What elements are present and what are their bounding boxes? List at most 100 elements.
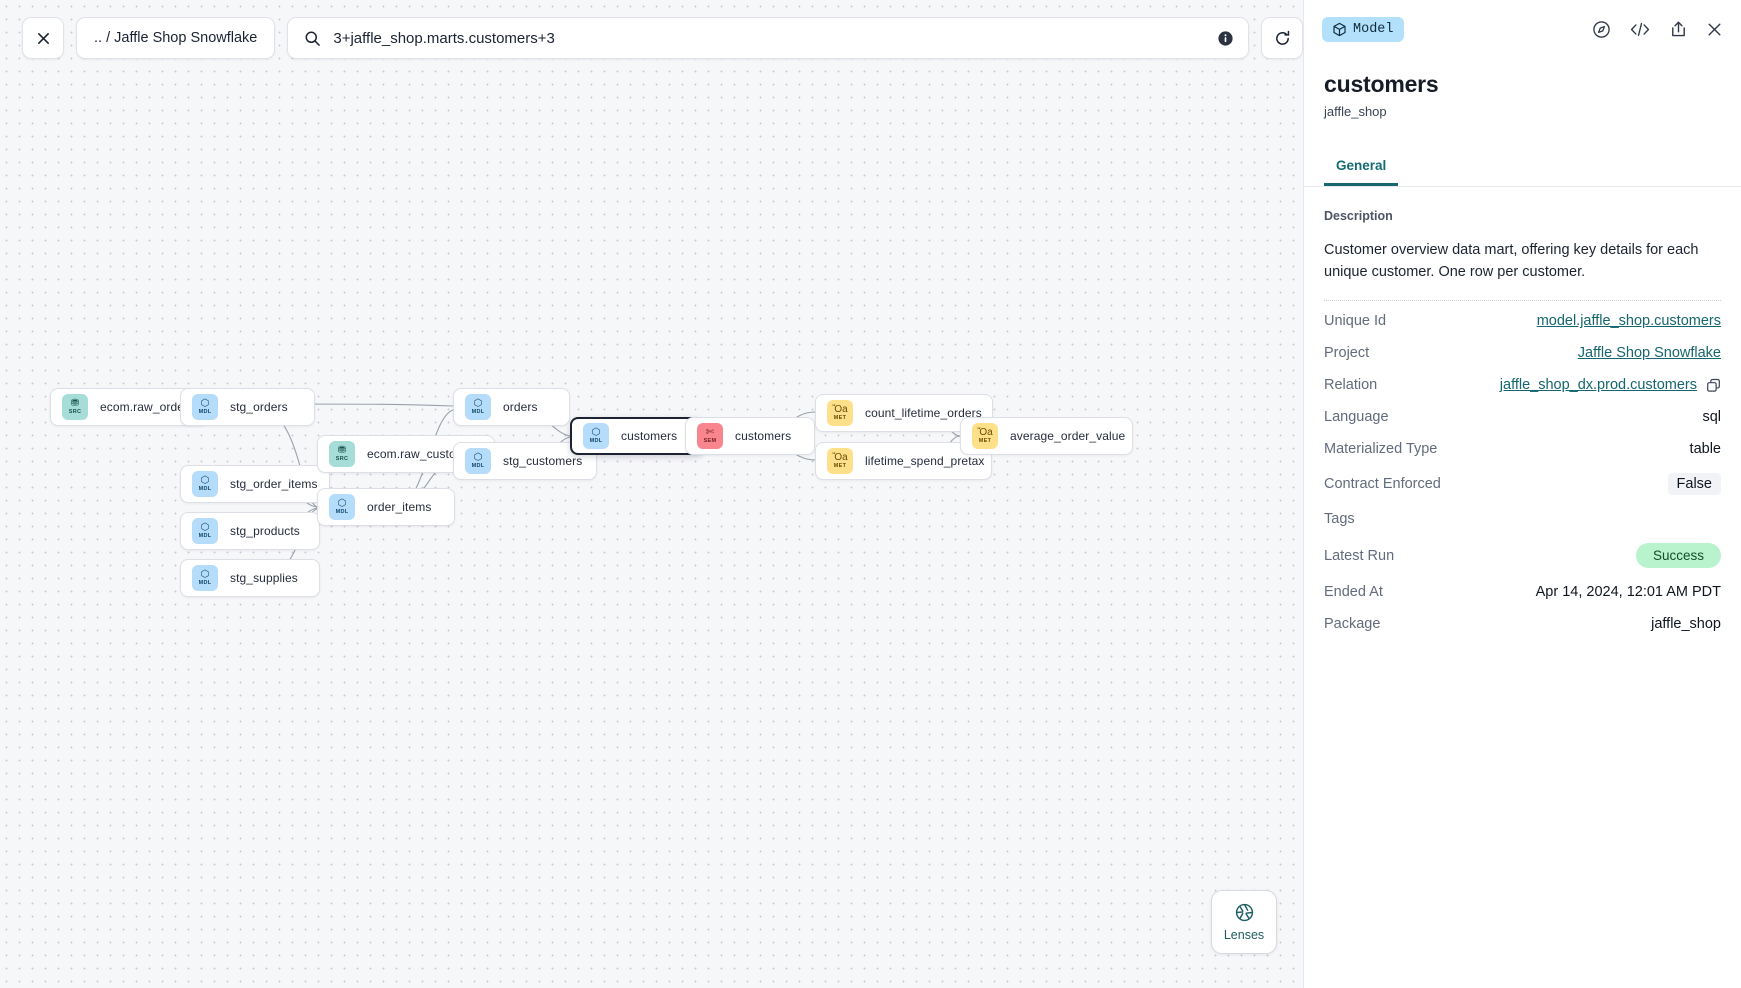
graph-node-label: order_items [367,500,432,514]
property-value: sql [1702,409,1721,426]
property-row: Ended At Apr 14, 2024, 12:01 AM PDT [1324,576,1721,608]
search-input[interactable]: 3+jaffle_shop.marts.customers+3 [333,29,555,47]
property-value: False [1667,473,1721,496]
description-text: Customer overview data mart, offering ke… [1324,242,1699,281]
refresh-button[interactable] [1261,17,1303,59]
info-button[interactable] [1217,30,1234,47]
refresh-icon [1275,30,1290,45]
property-value-wrap: Success [1635,543,1721,569]
property-row: Latest Run Success [1324,535,1721,576]
property-row: Tags [1324,503,1721,535]
property-key: Materialized Type [1324,441,1438,458]
property-value: jaffle_shop [1651,616,1721,633]
property-value-wrap: jaffle_shop [1651,616,1721,632]
property-row: Unique Id model.jaffle_shop.customers [1324,305,1721,337]
panel-close-button[interactable] [1706,21,1723,38]
mdl-badge-icon: ⬡MDL [192,471,218,497]
code-button[interactable] [1629,20,1651,39]
graph-node-label: customers [621,429,678,443]
share-button[interactable] [1669,20,1688,39]
tab-general-label: General [1336,158,1387,173]
property-value-wrap: jaffle_shop_dx.prod.customers [1500,377,1721,393]
status-badge: Success [1635,543,1721,569]
property-value[interactable]: jaffle_shop_dx.prod.customers [1499,377,1697,394]
graph-node-orders[interactable]: ⬡MDL orders [453,388,570,426]
property-value: table [1689,441,1721,458]
mdl-badge-icon: ⬡MDL [192,518,218,544]
graph-node-customers_semantic[interactable]: ✄SEM customers [685,417,815,455]
panel-toolbar: Model [1304,0,1741,59]
page-title: customers [1324,71,1439,97]
property-key: Unique Id [1324,313,1387,330]
close-icon [37,32,49,44]
cube-icon [1333,22,1346,37]
property-key: Latest Run [1324,547,1395,564]
property-value[interactable]: Jaffle Shop Snowflake [1577,345,1721,362]
graph-node-label: customers [735,429,792,443]
breadcrumb-label: .. / Jaffle Shop Snowflake [94,30,258,46]
graph-node-label: average_order_value [1010,429,1126,443]
property-value-wrap: Apr 14, 2024, 12:01 AM PDT [1536,584,1721,600]
tab-general[interactable]: General [1324,149,1399,186]
close-icon [1708,23,1721,36]
property-key: Contract Enforced [1324,476,1441,493]
property-value-wrap: sql [1702,409,1721,425]
property-row: Contract Enforced False [1324,465,1721,503]
graph-node-order_items[interactable]: ⬡MDL order_items [317,488,455,526]
panel-content: Description Customer overview data mart,… [1304,187,1741,988]
property-key: Project [1324,345,1370,362]
resource-type-chip[interactable]: Model [1322,17,1404,42]
property-key: Relation [1324,377,1378,394]
explore-button[interactable] [1592,20,1611,39]
code-icon [1630,22,1650,37]
property-value: Apr 14, 2024, 12:01 AM PDT [1535,584,1721,601]
property-key: Ended At [1324,584,1383,601]
explore-icon [1593,21,1610,38]
copy-icon [1707,378,1720,392]
property-key: Language [1324,409,1389,426]
sem-badge-icon: ✄SEM [697,423,723,449]
graph-node-label: count_lifetime_orders [865,406,982,420]
property-value-wrap: model.jaffle_shop.customers [1537,313,1721,329]
graph-node-label: stg_customers [503,454,583,468]
mdl-badge-icon: ⬡MDL [192,394,218,420]
mdl-badge-icon: ⬡MDL [465,394,491,420]
copy-button[interactable] [1706,378,1721,393]
breadcrumb[interactable]: .. / Jaffle Shop Snowflake [76,17,276,59]
panel-subtitle: jaffle_shop [1324,104,1387,119]
graph-node-label: ecom.raw_orders [100,400,195,414]
search-icon [305,31,321,46]
resource-type-label: Model [1353,22,1394,37]
mdl-badge-icon: ⬡MDL [329,494,355,520]
lineage-canvas[interactable]: .. / Jaffle Shop Snowflake 3+jaffle_shop… [0,0,1303,988]
src-badge-icon: ⛃SRC [329,441,355,467]
close-lineage-button[interactable] [22,17,64,59]
property-row: Language sql [1324,401,1721,433]
property-value[interactable]: model.jaffle_shop.customers [1536,313,1721,330]
graph-node-label: stg_products [230,524,300,538]
property-row: Materialized Type table [1324,433,1721,465]
graph-node-stg_products[interactable]: ⬡MDL stg_products [180,512,320,550]
panel-tabs: General [1304,149,1741,187]
mdl-badge-icon: ⬡MDL [192,565,218,591]
lineage-search[interactable]: 3+jaffle_shop.marts.customers+3 [287,17,1250,59]
lenses-button[interactable]: Lenses [1211,890,1277,954]
lenses-icon [1235,903,1253,922]
graph-node-label: orders [503,400,538,414]
graph-node-stg_orders[interactable]: ⬡MDL stg_orders [180,388,315,426]
graph-node-label: stg_orders [230,400,288,414]
lenses-label: Lenses [1223,928,1265,942]
panel-header: customers jaffle_shop [1304,59,1741,119]
share-icon [1672,21,1685,37]
property-value-wrap: False [1667,473,1721,496]
